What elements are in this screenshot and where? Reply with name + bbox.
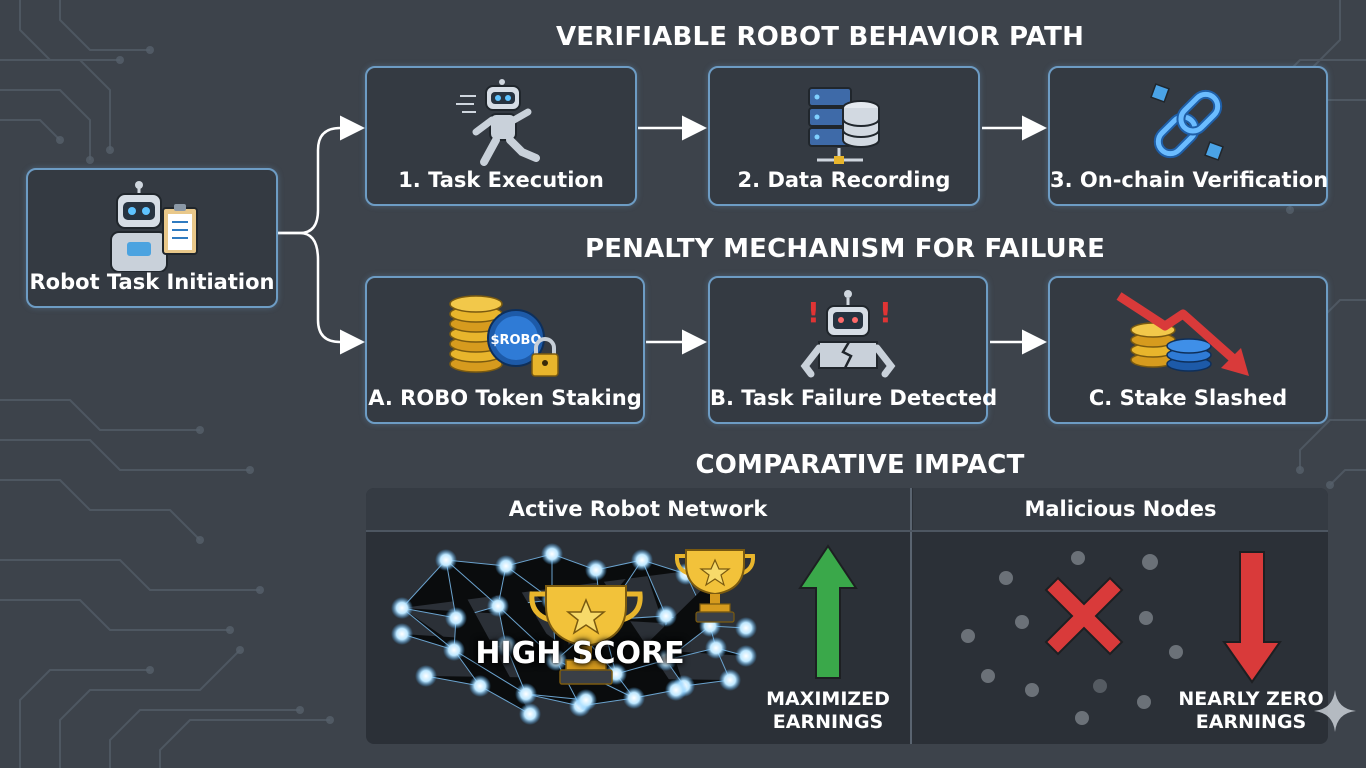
step-label: A. ROBO Token Staking bbox=[368, 386, 642, 410]
start-node: Robot Task Initiation bbox=[26, 168, 278, 308]
step-label: B. Task Failure Detected bbox=[710, 386, 998, 410]
nearly-zero-earnings-label: NEARLY ZERO EARNINGS bbox=[1178, 688, 1324, 733]
broken-robot-icon: ! ! bbox=[710, 288, 986, 384]
malicious-nodes-graph bbox=[961, 551, 1282, 725]
header-divider bbox=[366, 530, 1328, 532]
step-failure-detected: ! ! B. Task Failure Detected bbox=[708, 276, 998, 424]
chain-link-icon bbox=[1050, 78, 1326, 170]
start-node-label: Robot Task Initiation bbox=[29, 270, 275, 294]
branch-connector-top bbox=[278, 115, 365, 235]
step-label: 2. Data Recording bbox=[737, 168, 951, 192]
step-label: 3. On-chain Verification bbox=[1050, 168, 1329, 192]
impact-heading: COMPARATIVE IMPACT bbox=[695, 450, 1025, 480]
token-stack-lock-icon: $ROBO bbox=[367, 288, 643, 384]
svg-text:!: ! bbox=[807, 296, 820, 329]
trophy-icon-small bbox=[674, 549, 756, 623]
active-network-title: Active Robot Network bbox=[366, 488, 910, 530]
step-data-recording: 2. Data Recording bbox=[708, 66, 980, 206]
malicious-nodes-title: Malicious Nodes bbox=[913, 488, 1328, 530]
coins-down-arrow-icon bbox=[1050, 288, 1326, 384]
branch-connector-bottom bbox=[278, 231, 365, 355]
penalty-heading: PENALTY MECHANISM FOR FAILURE bbox=[584, 234, 1106, 264]
step-label: 1. Task Execution bbox=[398, 168, 604, 192]
running-robot-icon bbox=[367, 78, 635, 170]
high-score-badge: HIGH SCORE bbox=[475, 636, 685, 671]
active-network-graph bbox=[391, 543, 858, 725]
robot-clipboard-icon bbox=[28, 180, 276, 272]
step-onchain-verification: 3. On-chain Verification bbox=[1048, 66, 1328, 206]
maximized-earnings-label: MAXIMIZED EARNINGS bbox=[766, 688, 890, 733]
step-label: C. Stake Slashed bbox=[1088, 386, 1288, 410]
step-token-staking: $ROBO A. ROBO Token Staking bbox=[365, 276, 645, 424]
database-server-icon bbox=[710, 78, 978, 170]
step-stake-slashed: C. Stake Slashed bbox=[1048, 276, 1328, 424]
panel-divider bbox=[910, 488, 912, 744]
svg-text:!: ! bbox=[879, 296, 892, 329]
step-task-execution: 1. Task Execution bbox=[365, 66, 637, 206]
arrow-down-icon bbox=[1222, 551, 1282, 684]
arrow-up-icon bbox=[798, 544, 858, 679]
x-mark-icon bbox=[1044, 576, 1124, 656]
path-heading: VERIFIABLE ROBOT BEHAVIOR PATH bbox=[555, 22, 1085, 52]
sparkle-icon bbox=[1314, 690, 1356, 732]
token-label: $ROBO bbox=[490, 333, 541, 348]
trophy-icon-large bbox=[529, 585, 643, 685]
